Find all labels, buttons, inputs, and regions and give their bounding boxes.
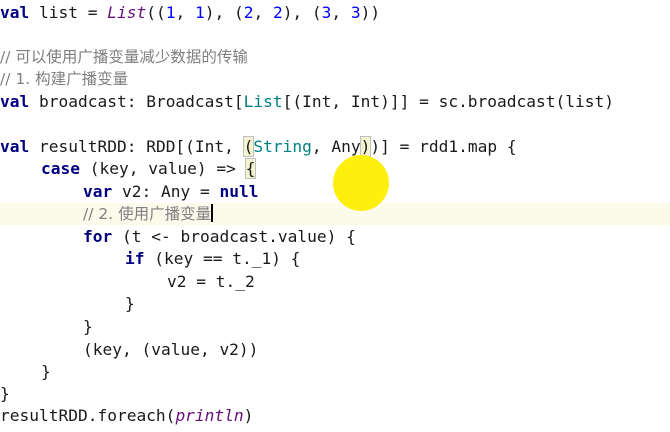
matched-paren: ( [242, 136, 255, 157]
code-line-19: resultRDD.foreach(println) [0, 405, 670, 427]
code-text: (key == t._1) { [144, 249, 301, 268]
code-line-15: } [0, 316, 670, 338]
type-name: List [107, 3, 147, 22]
keyword: case [41, 159, 80, 178]
keyword: if [125, 249, 145, 268]
code-text: } [41, 362, 51, 381]
code-line-1: val list = List((1, 1), (2, 2), (3, 3)) [0, 2, 670, 24]
text-caret [211, 204, 214, 222]
number-literal: 2 [243, 3, 254, 22]
code-text: (( [146, 3, 166, 22]
keyword: var [83, 182, 113, 201]
code-text: (key, value) => [79, 159, 246, 178]
function-name: println [175, 406, 244, 425]
number-literal: 3 [350, 3, 361, 22]
matched-paren: ) [359, 136, 372, 157]
code-line-9: var v2: Any = null [0, 181, 670, 203]
code-text: v2: Any = [112, 182, 220, 201]
keyword: null [219, 182, 259, 201]
number-literal: 2 [272, 3, 283, 22]
number-literal: 1 [165, 3, 176, 22]
code-text: } [125, 294, 135, 313]
code-line-13: v2 = t._2 [0, 271, 670, 293]
code-line-18: } [0, 383, 670, 405]
keyword: val [0, 137, 30, 156]
code-line-14: } [0, 293, 670, 315]
comment-text: // 2. 使用广播变量 [83, 205, 212, 223]
number-literal: 1 [194, 3, 205, 22]
comment-text: // 1. 构建广播变量 [0, 70, 129, 88]
code-line-8: case (key, value) => { [0, 158, 670, 180]
code-text: , Any [311, 137, 361, 156]
code-text: list = [29, 3, 108, 22]
code-text: ), ( [282, 3, 322, 22]
code-line-10-current[interactable]: // 2. 使用广播变量 [0, 203, 670, 225]
code-text: } [0, 384, 10, 403]
code-line-12: if (key == t._1) { [0, 248, 670, 270]
number-literal: 3 [321, 3, 332, 22]
code-line-17: } [0, 361, 670, 383]
code-text: , [253, 3, 273, 22]
matched-brace: { [244, 158, 257, 179]
code-text: , [175, 3, 195, 22]
code-text: broadcast: Broadcast[ [29, 92, 244, 111]
keyword: for [83, 227, 113, 246]
code-text: )) [360, 3, 381, 22]
code-text: , [331, 3, 351, 22]
keyword: val [0, 3, 30, 22]
code-text: ) [243, 406, 254, 425]
code-text: )] = rdd1.map { [370, 137, 517, 156]
code-text: resultRDD: RDD[(Int, [29, 137, 244, 156]
code-text: [(Int, Int)]] = sc.broadcast(list) [282, 92, 614, 111]
keyword: val [0, 92, 30, 111]
code-text: (key, (value, v2)) [83, 340, 259, 359]
comment: // 1. 构建广播变量 [0, 69, 128, 88]
code-text: resultRDD.foreach( [0, 406, 176, 425]
mouse-cursor-highlight [333, 155, 389, 211]
code-text: } [83, 317, 93, 336]
code-line-16: (key, (value, v2)) [0, 339, 670, 361]
comment-text: // 可以使用广播变量减少数据的传输 [0, 48, 248, 66]
type-name: String [253, 137, 312, 156]
comment: // 可以使用广播变量减少数据的传输 [0, 47, 248, 66]
type-name: List [243, 92, 283, 111]
code-line-5: val broadcast: Broadcast[List[(Int, Int)… [0, 91, 670, 113]
code-line-4: // 1. 构建广播变量 [0, 68, 670, 90]
code-line-7: val resultRDD: RDD[(Int, (String, Any))]… [0, 136, 670, 158]
code-text: v2 = t._2 [167, 272, 255, 291]
code-text: ), ( [204, 3, 244, 22]
comment: // 2. 使用广播变量 [83, 204, 211, 223]
code-line-3: // 可以使用广播变量减少数据的传输 [0, 46, 670, 68]
code-line-11: for (t <- broadcast.value) { [0, 226, 670, 248]
code-text: (t <- broadcast.value) { [112, 227, 356, 246]
